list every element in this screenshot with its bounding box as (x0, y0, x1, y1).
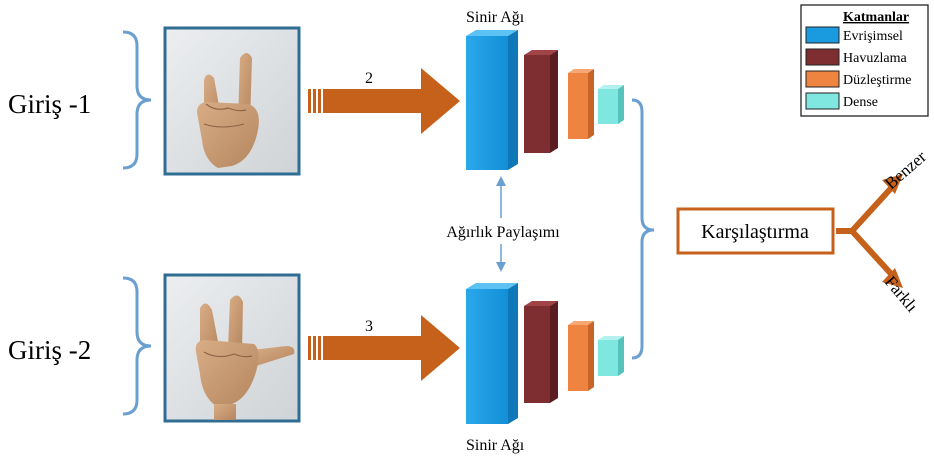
legend-label-pool: Havuzlama (843, 51, 908, 66)
legend-label-conv: Evrişimsel (843, 29, 903, 44)
flatten-layer-2 (568, 321, 594, 391)
similar-arrow-head (882, 174, 903, 194)
network-2-label: Sinir Ağı (466, 437, 525, 454)
output-similar-label: Benzer (881, 147, 930, 193)
input-1-bracket (122, 30, 152, 170)
legend-item-conv: Evrişimsel (805, 26, 903, 44)
arrow-1-value: 2 (365, 70, 373, 87)
conv-layer-1 (466, 30, 518, 170)
arrow-2 (308, 315, 460, 381)
network-1-label: Sinir Ağı (466, 9, 525, 26)
dense-layer-1 (598, 85, 624, 124)
two-fingers-hand-icon (197, 53, 259, 168)
input-2-label: Giriş -2 (8, 335, 91, 365)
arrow-2-value: 3 (365, 318, 373, 335)
flatten-layer-1 (568, 69, 594, 139)
different-arrow-head (882, 268, 903, 288)
input-2-group: Giriş -2 3 (8, 273, 460, 423)
pool-layer-1 (524, 50, 558, 153)
output-different-label: Farklı (881, 272, 922, 316)
neural-network-2: Sinir Ağı (466, 283, 624, 454)
weight-sharing-label: Ağırlık Paylaşımı (446, 224, 560, 241)
pool-layer-2 (524, 301, 558, 403)
output-arrows (836, 174, 903, 288)
comparison-bracket (631, 98, 655, 360)
weight-sharing-label-bg (422, 218, 584, 244)
legend-title: Katmanlar (843, 10, 909, 25)
neural-network-1: Sinir Ağı (466, 9, 624, 170)
three-fingers-hand-icon (195, 295, 295, 420)
comparison-label: Karşılaştırma (701, 221, 809, 243)
legend-item-flatten: Düzleştirme (805, 70, 911, 88)
input-2-bracket (122, 276, 152, 416)
conv-layer-2 (466, 283, 518, 424)
comparison-box (676, 207, 835, 255)
hand-photo-1 (163, 26, 301, 176)
legend-item-pool: Havuzlama (805, 48, 908, 66)
legend-item-dense: Dense (805, 92, 878, 110)
input-1-label: Giriş -1 (8, 89, 91, 119)
input-1-group: Giriş -1 2 (8, 26, 460, 176)
dense-layer-2 (598, 336, 624, 376)
hand-photo-2 (163, 273, 301, 423)
arrow-1 (308, 68, 460, 134)
legend-label-dense: Dense (843, 95, 878, 110)
legend: Katmanlar Evrişimsel Havuzlama Düzleştir… (800, 4, 929, 117)
legend-label-flatten: Düzleştirme (843, 73, 911, 88)
